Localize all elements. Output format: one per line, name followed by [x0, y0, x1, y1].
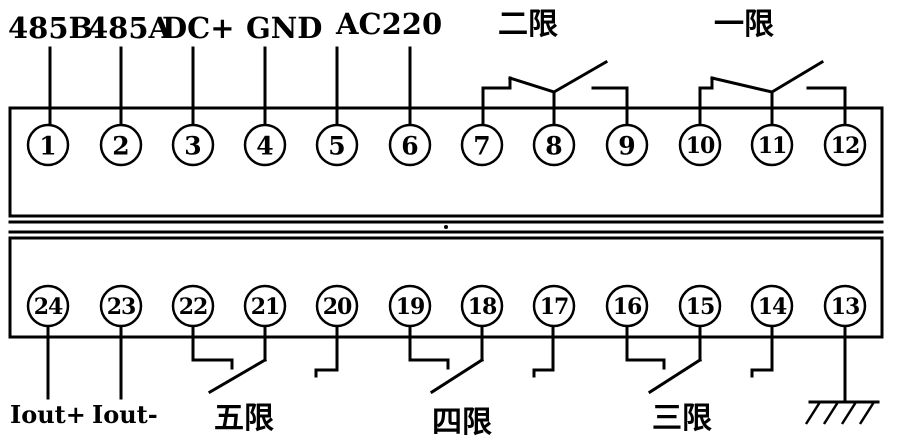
terminal-3-circle — [171, 123, 215, 167]
terminal-20-circle — [315, 284, 359, 328]
relay-contact-1 — [698, 59, 847, 126]
terminal-8-circle — [532, 123, 576, 167]
relay-contact-3 — [625, 320, 774, 395]
terminal-24-label: 24 — [34, 294, 63, 320]
terminal-6-circle — [388, 123, 432, 167]
terminal-9-label: 9 — [618, 132, 635, 161]
terminal-18-circle — [460, 284, 504, 328]
terminal-18-label: 18 — [468, 294, 497, 320]
terminal-22-label: 22 — [179, 294, 208, 320]
bottom-terminal-row: 24 23 22 21 20 19 18 17 16 15 14 13 — [26, 284, 867, 328]
terminal-24-circle — [26, 284, 70, 328]
label-relay-5: 五限 — [214, 401, 274, 436]
terminal-14-circle — [750, 284, 794, 328]
label-iout-minus: Iout- — [92, 400, 158, 429]
terminal-1-circle — [26, 123, 70, 167]
terminal-12-circle — [823, 123, 867, 167]
terminal-6-label: 6 — [401, 132, 418, 161]
terminal-13-label: 13 — [831, 294, 860, 320]
terminal-13-circle — [823, 284, 867, 328]
terminal-20-label: 20 — [323, 294, 352, 320]
terminal-19-label: 19 — [396, 294, 425, 320]
terminal-1-label: 1 — [39, 132, 56, 161]
terminal-5-label: 5 — [328, 132, 345, 161]
label-iout-plus: Iout+ — [10, 400, 86, 429]
label-485b: 485B — [8, 11, 93, 45]
terminal-4-label: 4 — [256, 132, 273, 161]
iout-lead-wires — [46, 316, 123, 400]
terminal-3-label: 3 — [184, 132, 201, 161]
terminal-7-label: 7 — [473, 132, 490, 161]
terminal-17-label: 17 — [540, 294, 569, 320]
label-dc-plus: DC+ — [162, 11, 235, 45]
label-485a: 485A — [88, 11, 172, 45]
terminal-15-label: 15 — [686, 294, 715, 320]
terminal-22-circle — [171, 284, 215, 328]
terminal-9-circle — [605, 123, 649, 167]
terminal-4-circle — [243, 123, 287, 167]
terminal-2-label: 2 — [112, 132, 129, 161]
terminal-15-circle — [678, 284, 722, 328]
terminal-21-circle — [243, 284, 287, 328]
top-lead-wires — [48, 46, 412, 126]
top-terminal-block — [8, 106, 884, 218]
terminal-16-circle — [605, 284, 649, 328]
terminal-17-circle — [532, 284, 576, 328]
terminal-7-circle — [460, 123, 504, 167]
relay-contact-5 — [191, 320, 339, 395]
center-dot — [444, 225, 448, 229]
terminal-21-label: 21 — [251, 294, 280, 320]
label-relay-2: 二限 — [498, 7, 558, 42]
relay-contact-2 — [481, 59, 629, 126]
ground-symbol — [804, 320, 880, 425]
label-relay-4: 四限 — [432, 405, 492, 440]
label-ac220: AC220 — [335, 7, 442, 41]
terminal-23-label: 23 — [107, 294, 136, 320]
terminal-11-circle — [750, 123, 794, 167]
label-relay-1: 一限 — [714, 7, 774, 42]
relay-contact-4 — [408, 320, 555, 395]
terminal-8-label: 8 — [545, 132, 562, 161]
terminal-14-label: 14 — [758, 294, 787, 320]
bottom-terminal-block — [8, 236, 884, 339]
terminal-11-label: 11 — [758, 133, 787, 159]
label-gnd: GND — [246, 11, 322, 45]
label-relay-3: 三限 — [652, 401, 712, 436]
terminal-19-circle — [388, 284, 432, 328]
terminal-10-label: 10 — [686, 133, 715, 159]
terminal-16-label: 16 — [613, 294, 642, 320]
terminal-12-label: 12 — [831, 133, 860, 159]
terminal-2-circle — [99, 123, 143, 167]
terminal-10-circle — [678, 123, 722, 167]
terminal-5-circle — [315, 123, 359, 167]
terminal-23-circle — [99, 284, 143, 328]
